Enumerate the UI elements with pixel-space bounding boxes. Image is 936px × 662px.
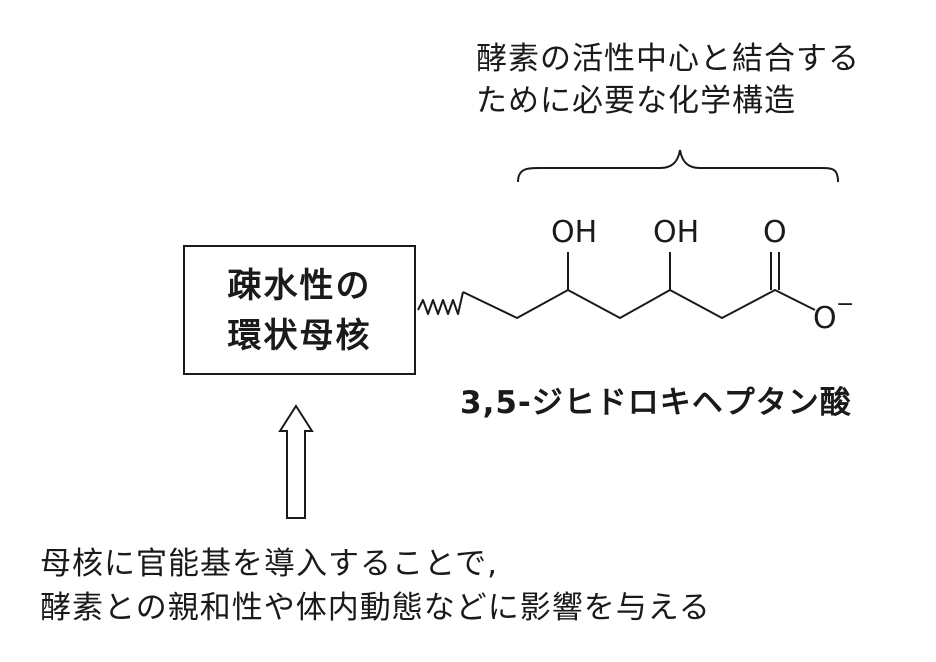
top-caption-line2: ために必要な化学構造: [476, 83, 796, 119]
carbonyl-o-label: O: [763, 215, 787, 250]
core-box-line2: 環状母核: [227, 316, 372, 356]
curly-brace: [517, 149, 839, 183]
top-caption: 酵素の活性中心と結合する ために必要な化学構造: [476, 38, 860, 122]
negative-charge: −: [836, 292, 855, 317]
bottom-caption-line2: 酵素との親和性や体内動態などに影響を与える: [40, 590, 711, 626]
oh2-label: OH: [653, 215, 700, 250]
top-caption-line1: 酵素の活性中心と結合する: [476, 41, 860, 77]
core-box-line1: 疎水性の: [227, 266, 372, 306]
compound-name: 3,5-ジヒドロキヘプタン酸: [460, 385, 852, 421]
carbon-chain: [462, 289, 816, 319]
hydrophobic-core-box: 疎水性の 環状母核: [183, 245, 416, 375]
up-arrow: [278, 404, 314, 519]
carboxylate-o-label: O: [813, 301, 837, 336]
oh1-label: OH: [551, 215, 598, 250]
wavy-bond: [417, 291, 464, 315]
bottom-caption: 母核に官能基を導入することで, 酵素との親和性や体内動態などに影響を与える: [40, 542, 711, 630]
bottom-caption-line1: 母核に官能基を導入することで,: [40, 546, 498, 582]
